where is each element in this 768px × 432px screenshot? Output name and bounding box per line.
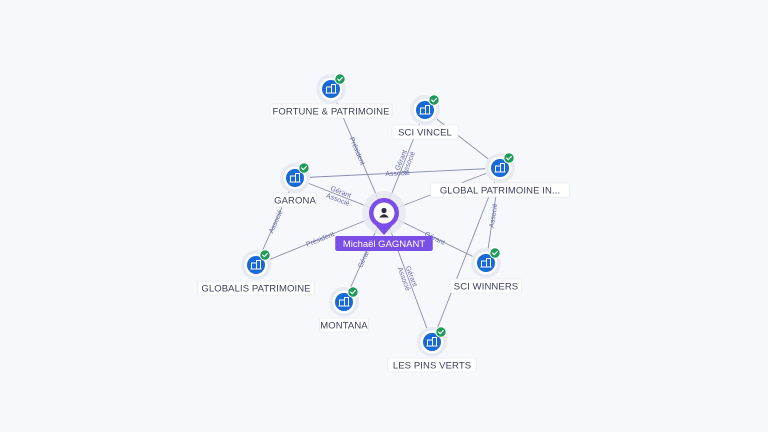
edge-line xyxy=(424,109,501,169)
node-globalis[interactable]: GLOBALIS PATRIMOINE xyxy=(197,249,315,296)
node-label-les-pins-verts: LES PINS VERTS xyxy=(393,361,471,372)
verified-check-icon xyxy=(489,247,501,259)
edge-line xyxy=(383,212,433,343)
edge-label: Associé xyxy=(489,203,500,228)
person-icon xyxy=(379,207,389,218)
node-label-garona: GARONA xyxy=(274,196,316,207)
node-label-bg xyxy=(430,182,570,198)
edge-label-group: Associé xyxy=(385,170,410,178)
node-garona[interactable]: GARONA xyxy=(272,162,318,208)
nodes-layer: FORTUNE & PATRIMOINE SCI VINCEL GARONA GLOB… xyxy=(197,73,570,373)
verified-check-icon xyxy=(435,326,447,338)
edge-global-garona: Associé xyxy=(294,167,501,179)
verified-check-icon xyxy=(259,249,271,261)
node-label-montana: MONTANA xyxy=(320,321,368,332)
edge-label: Président xyxy=(348,136,366,166)
edge-label-group: Associé xyxy=(268,209,284,234)
edge-label: Associé xyxy=(385,170,410,178)
node-winners[interactable]: SCI WINNERS xyxy=(449,247,523,294)
verified-check-icon xyxy=(503,152,515,164)
node-fortune[interactable]: FORTUNE & PATRIMOINE xyxy=(269,73,393,119)
company-icon xyxy=(289,173,301,183)
edge-label-group: Président xyxy=(348,136,366,166)
node-vincel[interactable]: SCI VINCEL xyxy=(391,94,459,140)
node-label-bg xyxy=(387,357,477,373)
company-icon xyxy=(426,337,438,347)
company-icon xyxy=(494,163,506,173)
company-icon xyxy=(325,84,337,94)
node-label-sci-winners: SCI WINNERS xyxy=(454,282,518,293)
node-label-globalis-patrimoine: GLOBALIS PATRIMOINE xyxy=(201,284,310,295)
edge-line xyxy=(255,212,385,266)
node-pinsverts[interactable]: LES PINS VERTS xyxy=(387,326,477,373)
node-label-global-patrimoine-in: GLOBAL PATRIMOINE IN... xyxy=(440,186,560,197)
node-label-bg xyxy=(319,317,369,333)
edge-label: Associé xyxy=(268,209,284,234)
edge-label-group: Président xyxy=(305,231,335,249)
node-montana[interactable]: MONTANA xyxy=(319,286,369,333)
company-icon xyxy=(338,297,350,307)
verified-check-icon xyxy=(347,286,359,298)
node-label-bg xyxy=(272,192,318,208)
node-label-bg xyxy=(197,280,315,296)
center-label-bg xyxy=(335,236,433,251)
edge-vincel-global xyxy=(424,109,501,169)
company-icon xyxy=(250,260,262,270)
node-label-bg xyxy=(449,278,523,294)
verified-check-icon xyxy=(334,73,346,85)
node-label-bg xyxy=(391,124,459,140)
node-label-fortune-patrimoine: FORTUNE & PATRIMOINE xyxy=(272,107,389,118)
node-global[interactable]: GLOBAL PATRIMOINE IN... xyxy=(430,152,570,198)
edge-line xyxy=(294,167,501,179)
center-pointer xyxy=(376,226,392,235)
company-icon xyxy=(480,258,492,268)
node-label-sci-vincel: SCI VINCEL xyxy=(398,128,452,139)
edge-label: Président xyxy=(305,231,335,249)
verified-check-icon xyxy=(428,94,440,106)
center-label: Michaël GAGNANT xyxy=(343,239,426,250)
verified-check-icon xyxy=(298,162,310,174)
company-icon xyxy=(419,105,431,115)
node-label-bg xyxy=(269,103,393,119)
center-node[interactable]: Michaël GAGNANT xyxy=(335,191,433,251)
edge-label-group: Associé xyxy=(489,203,500,228)
